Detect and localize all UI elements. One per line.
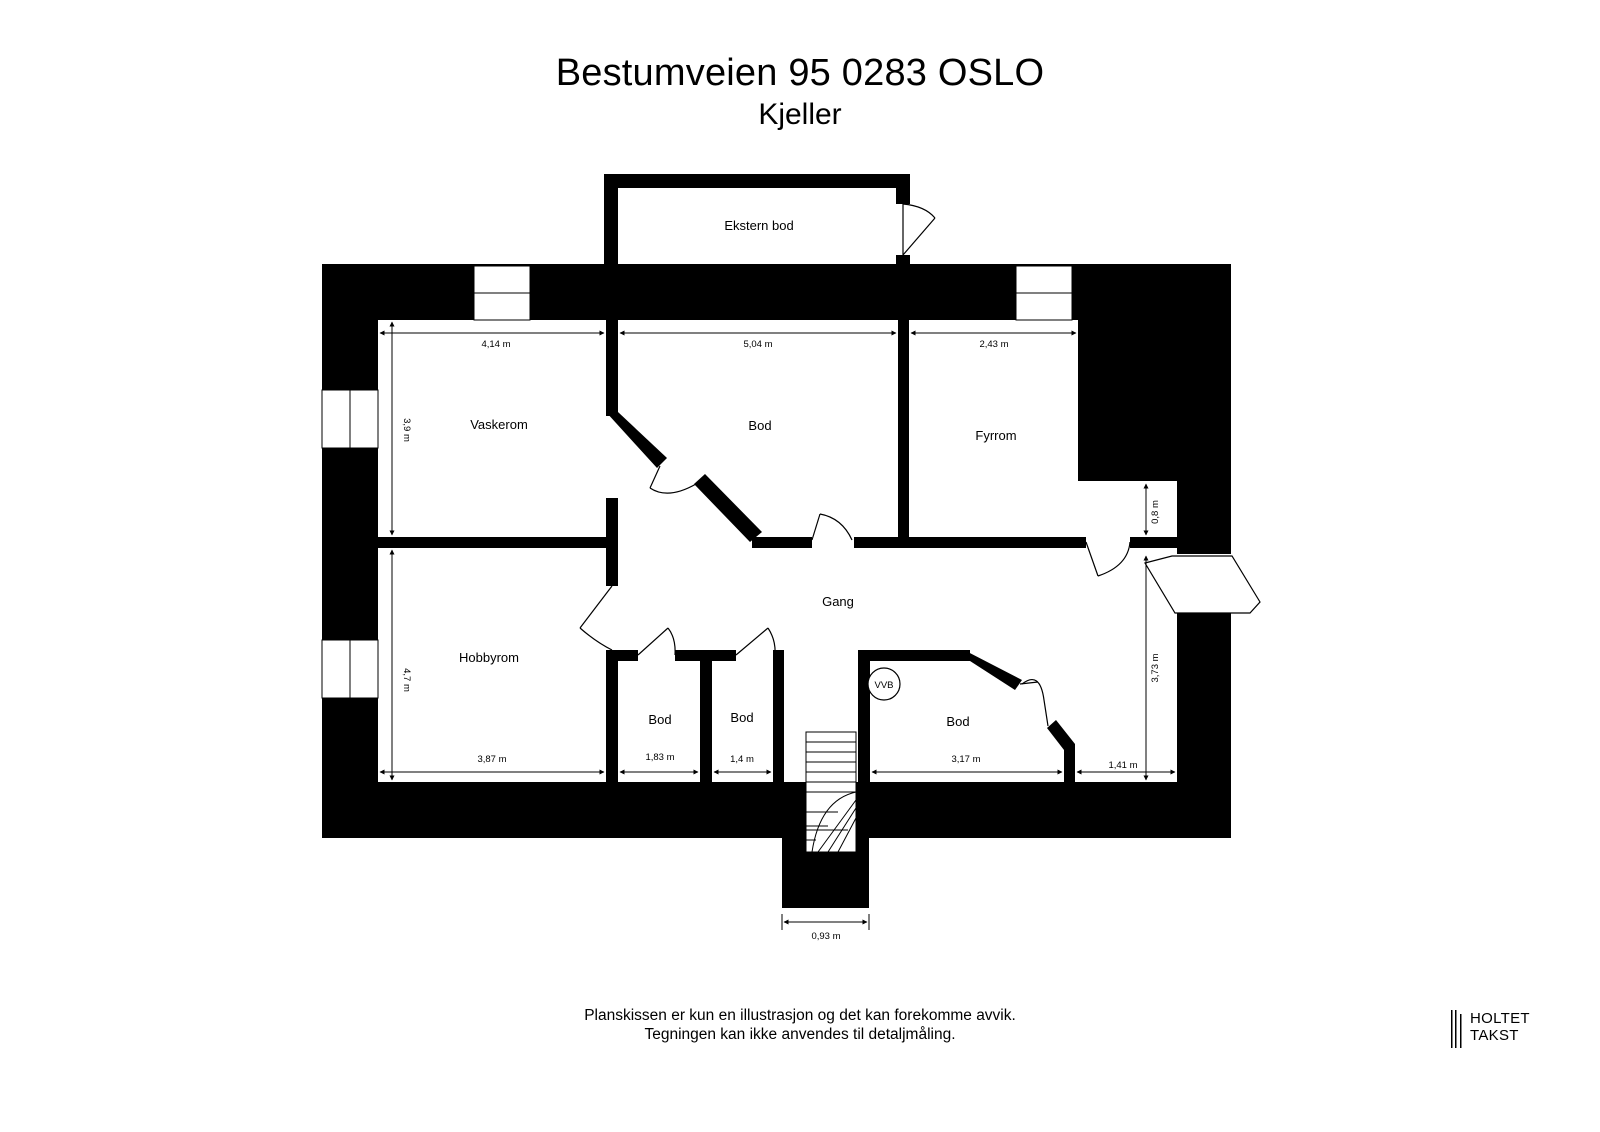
room-fyrrom: Fyrrom [975, 428, 1016, 443]
logo-bars-icon [1451, 1010, 1462, 1048]
room-vaskerom: Vaskerom [470, 417, 528, 432]
plan-title: Bestumveien 95 0283 OSLO [555, 52, 1045, 94]
dim-corner-width: 1,41 m [1108, 760, 1137, 771]
dim-gang-right-depth: 3,73 m [1150, 653, 1161, 682]
external-storage-walls [604, 174, 910, 266]
door-ekstern-bod [902, 203, 936, 256]
room-bod-top: Bod [748, 418, 771, 433]
dim-passage-depth: 0,8 m [1150, 500, 1161, 524]
logo-text: HOLTET TAKST [1470, 1010, 1530, 1044]
floor-name: Kjeller [758, 98, 842, 131]
dim-bod-small2-width: 1,4 m [730, 754, 754, 765]
dimension-labels: 4,14 m 5,04 m 2,43 m 3,9 m 0,8 m 4,7 m 3… [401, 339, 1161, 942]
windows [321, 265, 1073, 699]
logo-line-1: HOLTET [1470, 1010, 1530, 1027]
room-hobbyrom: Hobbyrom [459, 650, 519, 665]
disclaimer-line-1: Planskissen er kun en illustrasjon og de… [584, 1007, 1016, 1024]
dimension-lines [379, 321, 1176, 930]
dim-hobbyrom-depth: 4,7 m [401, 668, 412, 692]
dim-bod-small1-width: 1,83 m [645, 752, 674, 763]
interior-walls [378, 320, 1178, 782]
dim-vaskerom-width: 4,14 m [481, 339, 510, 350]
water-heater: VVB [867, 667, 901, 701]
room-ekstern-bod: Ekstern bod [724, 218, 793, 233]
room-bod-small2: Bod [730, 710, 753, 725]
room-labels: Ekstern bod Vaskerom Bod Fyrrom Gang Hob… [459, 218, 1017, 729]
dim-fyrrom-width: 2,43 m [979, 339, 1008, 350]
vvb-label: VVB [874, 680, 893, 691]
room-bod-small1: Bod [648, 712, 671, 727]
doors [579, 465, 1261, 727]
dim-hobbyrom-width: 3,87 m [477, 754, 506, 765]
room-bod-right: Bod [946, 714, 969, 729]
outer-walls [322, 264, 1231, 908]
disclaimer-line-2: Tegningen kan ikke anvendes til detaljmå… [644, 1026, 956, 1043]
dim-bod-top-width: 5,04 m [743, 339, 772, 350]
dim-stair-width: 0,93 m [811, 931, 840, 942]
company-logo: HOLTET TAKST [1450, 1010, 1560, 1050]
room-gang: Gang [822, 594, 854, 609]
disclaimer: Planskissen er kun en illustrasjon og de… [0, 1006, 1600, 1044]
dim-vaskerom-depth: 3,9 m [401, 418, 412, 442]
logo-line-2: TAKST [1470, 1027, 1519, 1044]
staircase [795, 731, 857, 853]
dim-bod-right-width: 3,17 m [951, 754, 980, 765]
